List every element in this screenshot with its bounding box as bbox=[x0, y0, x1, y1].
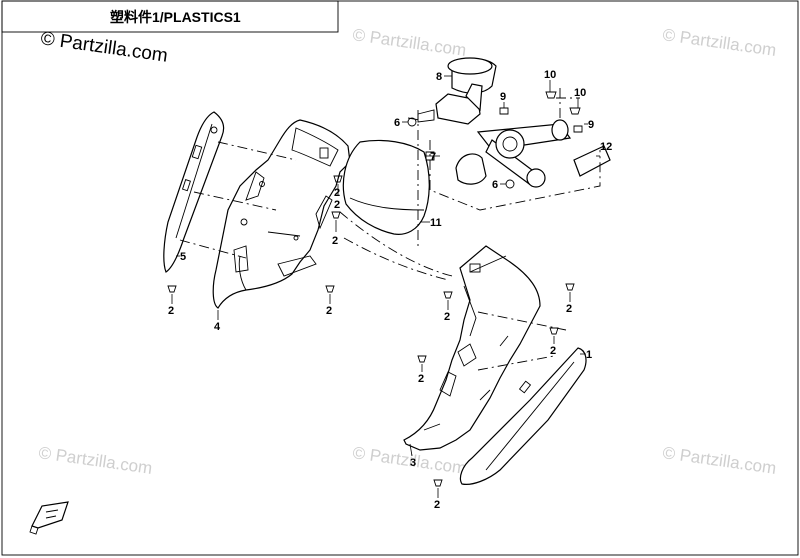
callout-2: 2 bbox=[434, 499, 440, 511]
callout-6: 6 bbox=[492, 179, 498, 191]
callout-11: 11 bbox=[430, 217, 442, 229]
callout-12: 12 bbox=[600, 141, 612, 153]
leader-lines bbox=[171, 75, 600, 498]
callout-2: 2 bbox=[334, 199, 340, 211]
callout-9: 9 bbox=[500, 91, 506, 103]
callout-6: 6 bbox=[394, 117, 400, 129]
callout-10: 10 bbox=[544, 69, 556, 81]
part-5-side-strip bbox=[163, 111, 225, 273]
part-1-lower-strip bbox=[459, 347, 587, 485]
watermark-faint-2: © Partzilla.com bbox=[661, 25, 777, 60]
callout-2: 2 bbox=[566, 303, 572, 315]
fasteners bbox=[167, 91, 583, 487]
title-box bbox=[1, 0, 339, 33]
watermark-faint-3: © Partzilla.com bbox=[37, 443, 153, 478]
callout-5: 5 bbox=[180, 251, 186, 263]
callout-2: 2 bbox=[168, 305, 174, 317]
callout-2: 2 bbox=[550, 345, 556, 357]
callout-2: 2 bbox=[332, 235, 338, 247]
page-title: 塑料件1/PLASTICS1 bbox=[110, 9, 241, 25]
bracket-assembly bbox=[407, 57, 611, 211]
callout-9: 9 bbox=[588, 119, 594, 131]
forward-arrow-icon bbox=[29, 501, 69, 535]
callout-2: 2 bbox=[418, 373, 424, 385]
part-3-lower-side-panel bbox=[403, 245, 541, 451]
watermark-main: © Partzilla.com bbox=[39, 28, 169, 67]
watermark-faint-1: © Partzilla.com bbox=[351, 25, 467, 60]
callout-1: 1 bbox=[586, 349, 592, 361]
assembly-lines bbox=[179, 110, 567, 371]
callout-8: 8 bbox=[436, 71, 442, 83]
part-11-windscreen bbox=[342, 139, 430, 235]
callout-10: 10 bbox=[574, 87, 586, 99]
callout-7: 7 bbox=[430, 151, 436, 163]
part-4-front-fairing bbox=[212, 119, 351, 309]
callout-3: 3 bbox=[410, 457, 416, 469]
callout-2: 2 bbox=[326, 305, 332, 317]
callout-2: 2 bbox=[334, 187, 340, 199]
callout-2: 2 bbox=[444, 311, 450, 323]
callout-labels: 1 2 2 2 2 2 2 2 2 2 2 3 4 5 6 6 7 8 9 9 … bbox=[168, 69, 612, 511]
watermark-faint-5: © Partzilla.com bbox=[661, 443, 777, 478]
faint-watermarks: © Partzilla.com © Partzilla.com © Partzi… bbox=[37, 25, 777, 478]
callout-4: 4 bbox=[214, 321, 221, 333]
